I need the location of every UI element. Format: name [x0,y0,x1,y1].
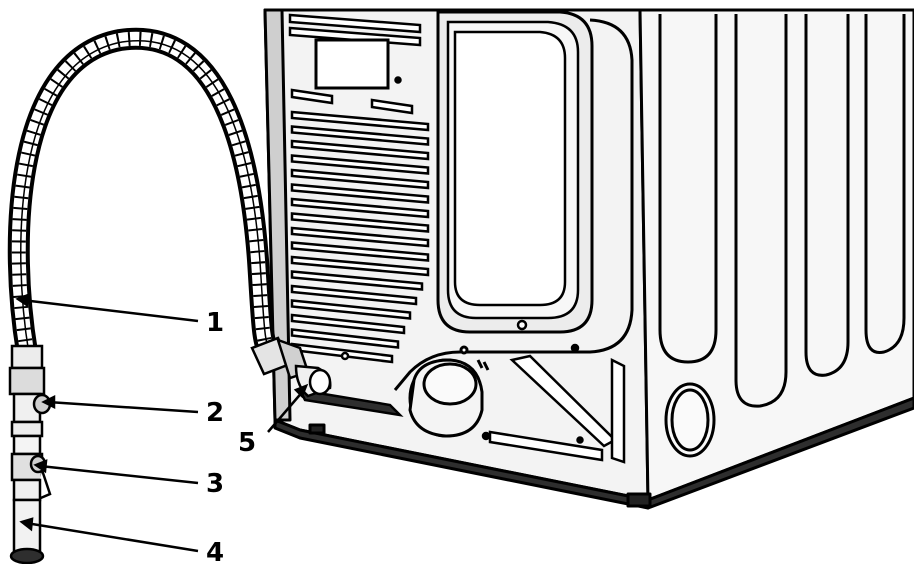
louver-short-1 [370,98,414,115]
callout-2: 2 [206,398,224,428]
callout-1: 1 [206,308,224,338]
louver-short-0 [290,88,334,105]
louver-4 [290,168,430,190]
shutoff-valve-assembly [8,344,52,564]
flexible-gas-hose [7,27,281,363]
louver-12 [290,284,418,306]
louver-0 [290,110,430,132]
louver-8 [290,226,430,248]
louver-13 [290,299,412,320]
callout-5: 5 [238,428,256,458]
callout-3: 3 [206,469,224,499]
leader-lines [15,293,309,553]
louver-9 [290,241,430,262]
louver-2 [290,139,430,161]
rear-louvers [290,88,430,364]
louver-5 [290,183,430,204]
screw-hole [340,351,350,361]
louver-1 [290,125,430,146]
louver-11 [290,270,424,291]
louver-10 [290,255,430,277]
side-panel-ribs [658,14,906,458]
louver-14 [290,313,406,335]
louver-6 [290,197,430,219]
louver-7 [290,212,430,233]
callout-4: 4 [206,538,224,564]
louver-3 [290,154,430,175]
exhaust-port [408,345,490,438]
louver-15 [290,328,400,349]
rear-panel-details [288,10,634,464]
